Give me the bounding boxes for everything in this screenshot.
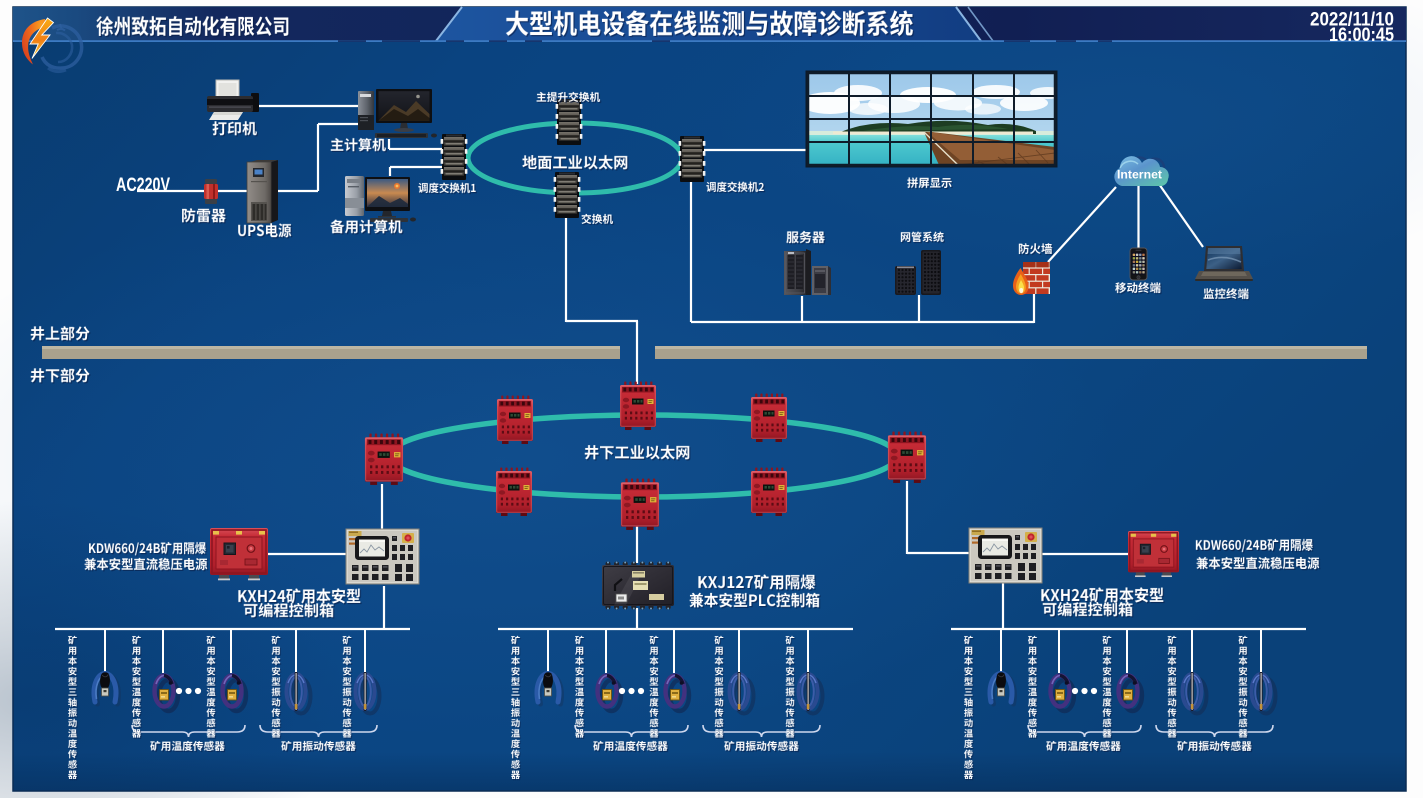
svg-text:Internet: Internet — [1117, 168, 1162, 182]
svg-text:16:00:45: 16:00:45 — [1329, 25, 1394, 46]
svg-text:2022/11/10: 2022/11/10 — [1310, 10, 1394, 31]
svg-text:AC220V: AC220V — [116, 175, 170, 196]
